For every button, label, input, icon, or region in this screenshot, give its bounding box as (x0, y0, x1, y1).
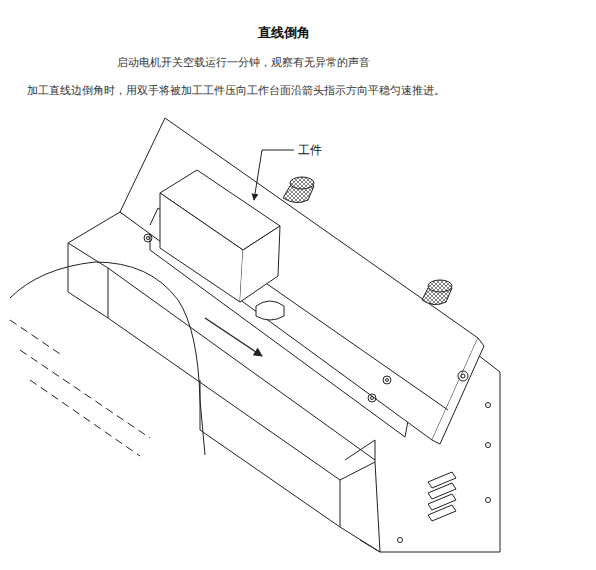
instruction-note: 加工直线边倒角时，用双手将被加工工件压向工作台面沿箭头指示方向平稳匀速推进。 (27, 83, 445, 98)
wheel-guard (10, 262, 205, 456)
instruction-note: 启动电机开关空载运行一分钟，观察有无异常的声音 (117, 55, 370, 70)
page-title: 直线倒角 (258, 24, 310, 42)
vent-slot (428, 472, 456, 488)
vent-slot (428, 494, 456, 510)
vent-slot (428, 505, 456, 521)
workpiece (160, 170, 280, 302)
clamp-knob (256, 177, 452, 320)
vent-slot (428, 483, 456, 499)
fence-plate (120, 118, 484, 444)
leader-line (254, 150, 294, 200)
vent-slots (428, 472, 456, 521)
part-label: 工件 (296, 142, 324, 159)
